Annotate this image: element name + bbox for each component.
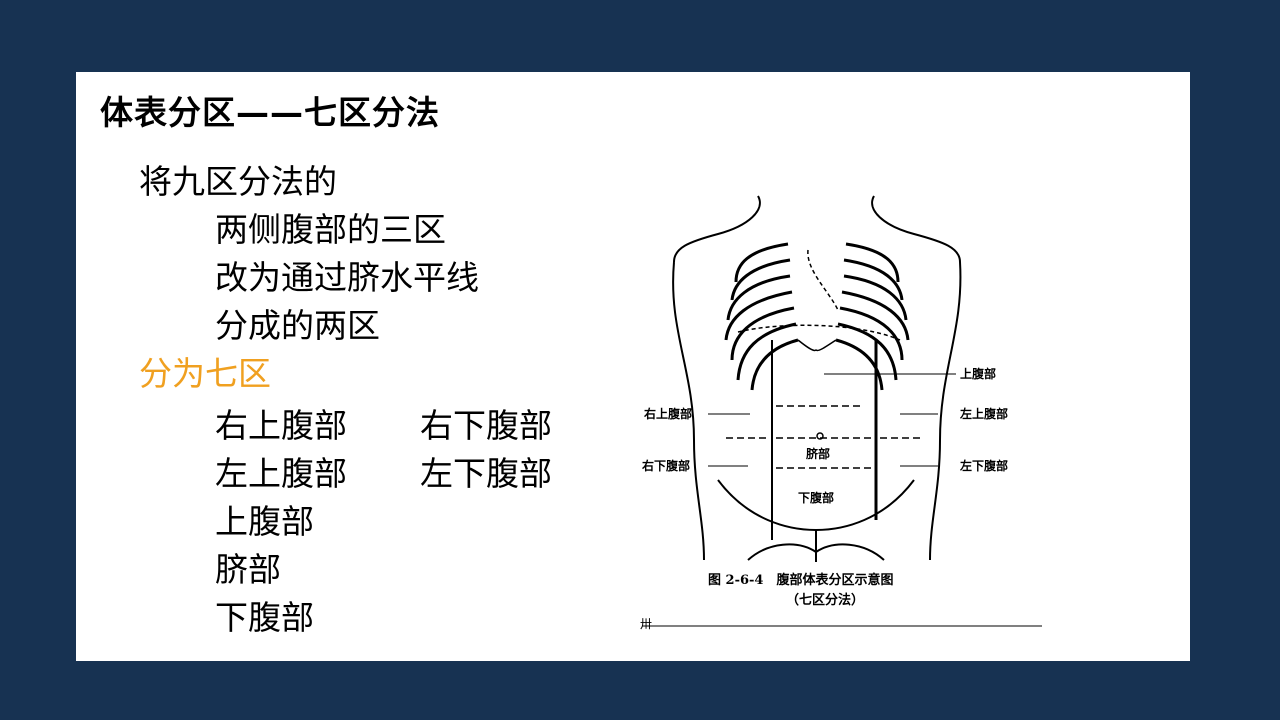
footer-fragment: 卅 [640,617,652,630]
region-hypogastric: 下腹部 [215,598,314,637]
label-left-upper: 左上腹部 [959,406,1008,421]
label-right-upper: 右上腹部 [643,406,692,421]
figure-caption-line2: （七区分法） [786,592,864,608]
rib-cage-left [724,242,799,391]
region-upper-abdomen: 上腹部 [215,502,314,541]
region-umbilical: 脐部 [215,550,281,589]
text-line-4: 分成的两区 [215,306,380,345]
region-right-lower: 右下腹部 [420,406,552,445]
navel-marker [816,432,824,440]
slide-title: 体表分区——七区分法 [100,93,440,132]
region-right-upper: 右上腹部 [215,406,347,445]
text-line-1: 将九区分法的 [139,162,337,201]
text-line-highlight: 分为七区 [139,354,271,393]
torso-side-left [672,261,705,561]
abdomen-diagram: 上腹部 右上腹部 左上腹部 脐部 右下腹部 左下腹部 下腹部 图 2-6-4 腹… [638,190,1054,631]
label-upper-abdomen: 上腹部 [960,366,996,381]
label-umbilical: 脐部 [806,446,830,461]
figure-caption-line1: 图 2-6-4 腹部体表分区示意图 [708,572,893,588]
label-right-lower: 右下腹部 [641,458,690,473]
slide-canvas: 体表分区——七区分法 将九区分法的 两侧腹部的三区 改为通过脐水平线 分成的两区… [76,72,1190,661]
rib-cage-right [835,242,910,391]
label-left-lower: 左下腹部 [959,458,1008,473]
text-line-3: 改为通过脐水平线 [215,258,479,297]
region-left-lower: 左下腹部 [420,454,552,493]
torso-outline-top [673,195,761,263]
text-line-2: 两侧腹部的三区 [215,210,446,249]
region-left-upper: 左上腹部 [215,454,347,493]
torso-side-right [929,261,962,561]
label-hypogastric: 下腹部 [798,490,834,505]
